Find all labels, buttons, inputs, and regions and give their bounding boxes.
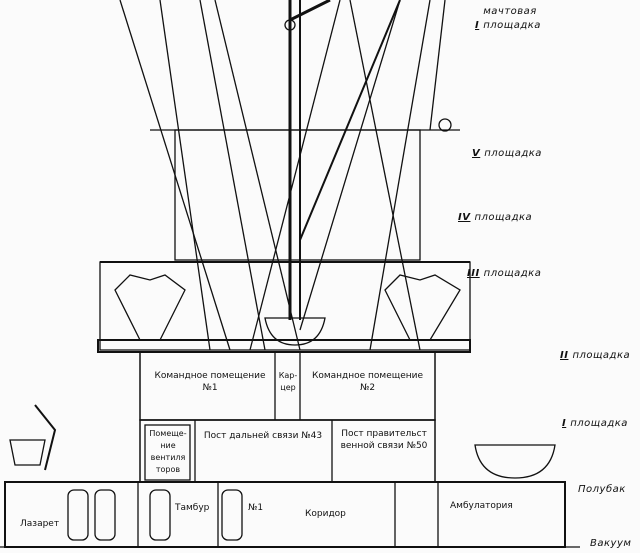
level-text: площадка (572, 350, 631, 361)
level-vacuum: Вакуум (590, 538, 632, 549)
room-crew-1: Командное помещение №1 (154, 371, 266, 393)
room-crew-2: Командное помещение №2 (311, 371, 424, 393)
level-text: площадка (474, 212, 533, 223)
right-boat (384, 274, 461, 341)
room-no1: №1 (248, 503, 264, 513)
room-karcer: Кар- цер (278, 371, 298, 392)
level-text: площадка (483, 268, 542, 279)
room-corridor: Коридор (305, 509, 346, 519)
room-post-50: Пост правительст венной связи №50 (340, 429, 428, 451)
level-mast-platform: Iмачтовая площадка (475, 5, 553, 33)
left-boat (114, 274, 186, 341)
room-lazaret: Лазарет (20, 519, 60, 529)
level-roman: I (562, 418, 567, 429)
level-roman: III (467, 268, 480, 279)
center-searchlight (264, 317, 326, 346)
level-roman: II (560, 350, 569, 361)
level-text: площадка (484, 148, 542, 159)
room-ambulatory: Амбулатория (450, 501, 513, 511)
room-post-43: Пост дальней связи №43 (203, 431, 323, 441)
room-tambur: Тамбур (175, 503, 210, 513)
level-forecastle: Полубак (578, 484, 626, 495)
level-text: площадка (570, 418, 628, 429)
level-text: мачтовая площадка (483, 6, 541, 31)
level-roman: IV (458, 212, 471, 223)
level-roman: V (472, 148, 481, 159)
deck-boat (474, 444, 556, 479)
room-ventilators: Помеще- ние вентиля торов (149, 429, 187, 474)
level-roman: I (475, 20, 480, 31)
